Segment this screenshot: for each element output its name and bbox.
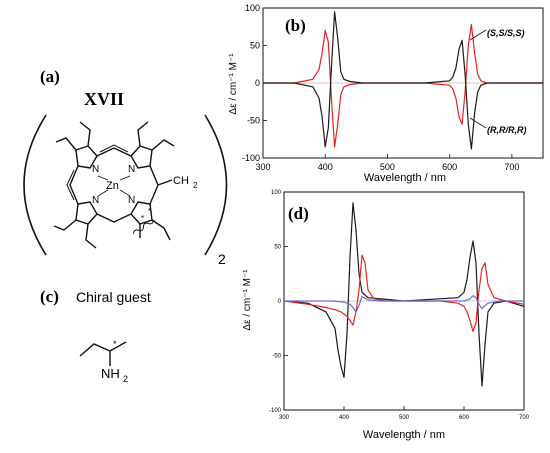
chart-d-xtick-label: 700 [519,415,530,421]
legend-ssss: (S,S/S,S) [487,28,525,38]
chart-d-xtick-label: 600 [459,415,470,421]
chart-b-xlabel: Wavelength / nm [364,172,446,184]
chart-b-ytick-label: -100 [242,153,260,163]
wavy-bond [133,219,154,234]
chart-d-ytick-label: -50 [272,354,281,360]
chart-b-ylabel: Δε / cm⁻¹ M⁻¹ [228,53,239,115]
chart-b-series [263,11,543,150]
chart-d-ytick-label: 0 [278,299,282,305]
chart-d-series [283,202,525,387]
chart-b-ytick-label: 50 [250,41,260,51]
nitrogen-1: N [92,164,99,175]
stereo-mark-2: * [148,207,151,216]
legend-rrrr: (R,R/R,R) [487,125,527,135]
compound-label: XVII [84,89,124,109]
chart-b-xtick-label: 600 [442,162,457,172]
linker-subscript: 2 [193,181,198,190]
chart-d-xtick-label: 300 [279,415,290,421]
repeat-count: 2 [218,251,226,267]
panel-d-label: (d) [288,204,309,223]
chart-d-xtick-label: 400 [339,415,350,421]
panel-b: 300 400 500 600 700 -100 -50 0 50 100 (b) (S,S/S,… [228,3,544,184]
nitrogen-4: N [128,195,135,206]
chart-b-xtick-label: 700 [504,162,519,172]
chart-b-series-line-1 [263,11,543,150]
linker-ch: CH [173,175,189,187]
butylamine-skeleton [79,341,127,366]
chart-b-ytick-label: 0 [255,78,260,88]
panel-c: (c) Chiral guest * NH 2 [40,287,151,384]
chart-d-series-line-1 [283,254,525,333]
nitrogen-3: N [92,195,99,206]
panel-a-label: (a) [40,67,60,86]
left-parenthesis [23,114,47,256]
panel-c-label: (c) [40,287,59,306]
right-parenthesis [204,114,228,256]
panel-a: (a) XVII 2 [23,67,228,267]
nitrogen-2: N [128,164,135,175]
chart-d-ticks: 300 400 500 600 700 -100 -50 0 50 100 [269,190,530,421]
chart-d-ytick-label: 100 [271,190,282,196]
legend-pointer-bottom [469,117,487,129]
stereo-mark-1: * [141,214,144,223]
chart-d-series-line-2 [284,295,524,313]
chart-d-xlabel: Wavelength / nm [363,429,445,441]
amine-subscript: 2 [123,374,128,384]
chiral-guest-title: Chiral guest [76,289,151,305]
chiral-center-mark: * [113,339,117,349]
panel-b-label: (b) [285,16,306,35]
chart-b-xtick-label: 500 [380,162,395,172]
legend-pointer-top [469,29,487,41]
amine-label: NH [101,366,120,381]
chart-d-ytick-label: -100 [269,408,282,414]
chart-b-xtick-label: 400 [318,162,333,172]
chart-d-ylabel: Δε / cm⁻¹ M⁻¹ [242,269,253,331]
zinc-atom: Zn [106,180,119,192]
chart-d-ytick-label: 50 [274,245,281,251]
chart-b-xtick-label: 300 [255,162,270,172]
chart-d-series-line-0 [283,202,525,387]
chart-b-ytick-label: 100 [245,3,260,13]
chart-d-xtick-label: 500 [399,415,410,421]
porphyrin-skeleton [53,121,175,249]
chart-b-ytick-label: -50 [247,116,260,126]
panel-d: 300 400 500 600 700 -100 -50 0 50 100 (d) Wavelen… [242,190,530,441]
